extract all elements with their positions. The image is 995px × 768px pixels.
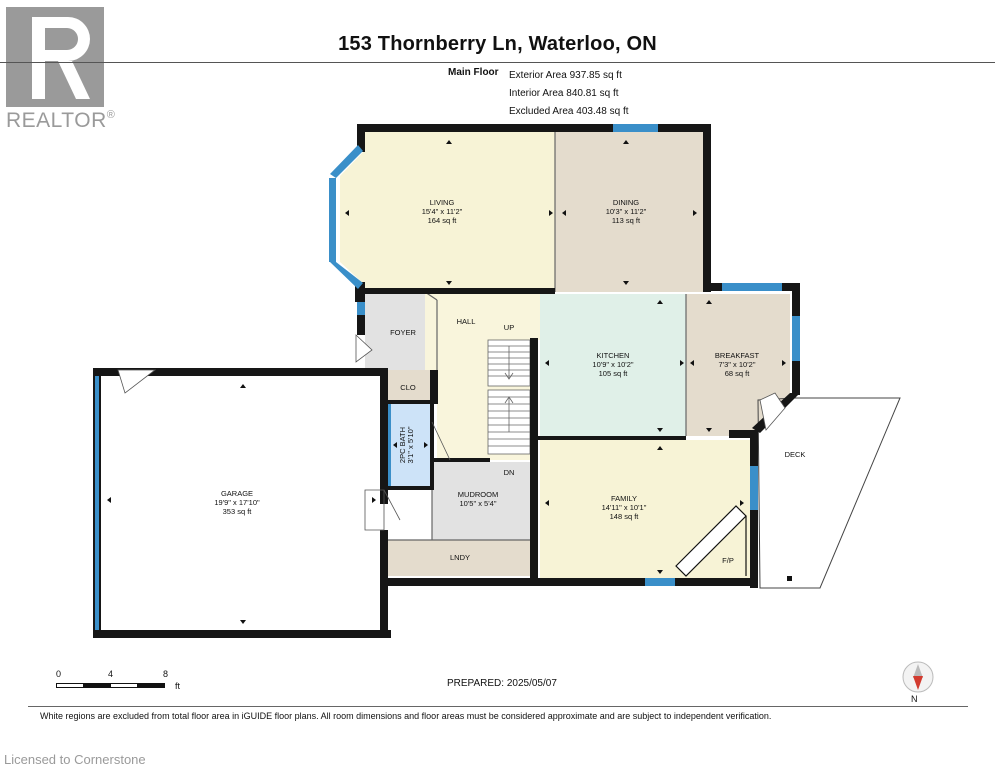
family-dims: 14'11" x 10'1"	[602, 503, 647, 512]
bath-dims: 3'1" x 5'10"	[406, 426, 415, 463]
living-area: 164 sq ft	[428, 216, 458, 225]
scale-8-label: 8	[163, 669, 169, 679]
breakfast-area: 68 sq ft	[725, 369, 751, 378]
room-kitchen	[540, 294, 686, 436]
room-mudroom	[432, 462, 536, 540]
room-dining	[555, 132, 703, 292]
scale-bar	[56, 683, 165, 688]
page-title: 153 Thornberry Ln, Waterloo, ON	[338, 33, 657, 55]
prepared-date: PREPARED: 2025/05/07	[447, 678, 557, 689]
living-label: LIVING	[430, 198, 455, 207]
fireplace-label: F/P	[722, 556, 734, 565]
breakfast-dims: 7'3" x 10'2"	[719, 360, 756, 369]
scale-0-label: 0	[56, 669, 62, 679]
dining-dims: 10'3" x 11'2"	[606, 207, 647, 216]
doors	[117, 334, 786, 531]
garage-label: GARAGE	[221, 489, 253, 498]
bath-label: 2PC BATH	[398, 427, 407, 463]
kitchen-area: 105 sq ft	[599, 369, 629, 378]
mudroom-dims: 10'5" x 5'4"	[460, 499, 497, 508]
garage-area: 353 sq ft	[223, 507, 253, 516]
closet-label: CLO	[400, 383, 416, 392]
laundry-label: LNDY	[450, 553, 470, 562]
up-label: UP	[504, 323, 514, 332]
hall-label: HALL	[457, 317, 476, 326]
title-divider	[0, 62, 995, 63]
compass-icon	[902, 661, 934, 693]
dn-label: DN	[504, 468, 515, 477]
deck-outline	[757, 397, 901, 589]
interior-area: Interior Area 840.81 sq ft	[509, 88, 619, 99]
deck-marker	[787, 576, 792, 581]
kitchen-dims: 10'9" x 10'2"	[592, 360, 633, 369]
realtor-logo	[6, 7, 104, 107]
family-area: 148 sq ft	[610, 512, 640, 521]
breakfast-label: BREAKFAST	[715, 351, 760, 360]
scale-4-label: 4	[108, 669, 114, 679]
fireplace	[675, 505, 747, 577]
room-living	[340, 132, 555, 292]
floor-label: Main Floor	[448, 67, 499, 78]
stairs-down	[487, 389, 531, 455]
deck-label: DECK	[785, 450, 806, 459]
disclaimer-text: White regions are excluded from total fl…	[40, 711, 772, 721]
exterior-area: Exterior Area 937.85 sq ft	[509, 70, 622, 81]
living-dims: 15'4" x 11'2"	[422, 207, 463, 216]
excluded-area: Excluded Area 403.48 sq ft	[509, 106, 629, 117]
room-family	[540, 440, 750, 578]
footer-divider	[28, 706, 968, 707]
scale-unit-label: ft	[175, 681, 181, 691]
windows	[95, 124, 800, 630]
foyer-label: FOYER	[390, 328, 416, 337]
compass-north-label: N	[911, 694, 918, 704]
realtor-wordmark: REALTOR®	[6, 109, 116, 132]
family-label: FAMILY	[611, 494, 637, 503]
mudroom-label: MUDROOM	[458, 490, 498, 499]
licensed-watermark: Licensed to Cornerstone	[4, 752, 146, 767]
room-laundry	[388, 540, 532, 576]
dining-area: 113 sq ft	[612, 216, 641, 225]
room-closet	[388, 370, 434, 400]
stairs-up	[487, 339, 531, 387]
dimension-ticks	[107, 140, 786, 624]
dining-label: DINING	[613, 198, 639, 207]
kitchen-label: KITCHEN	[597, 351, 630, 360]
garage-dims: 19'9" x 17'10"	[214, 498, 260, 507]
